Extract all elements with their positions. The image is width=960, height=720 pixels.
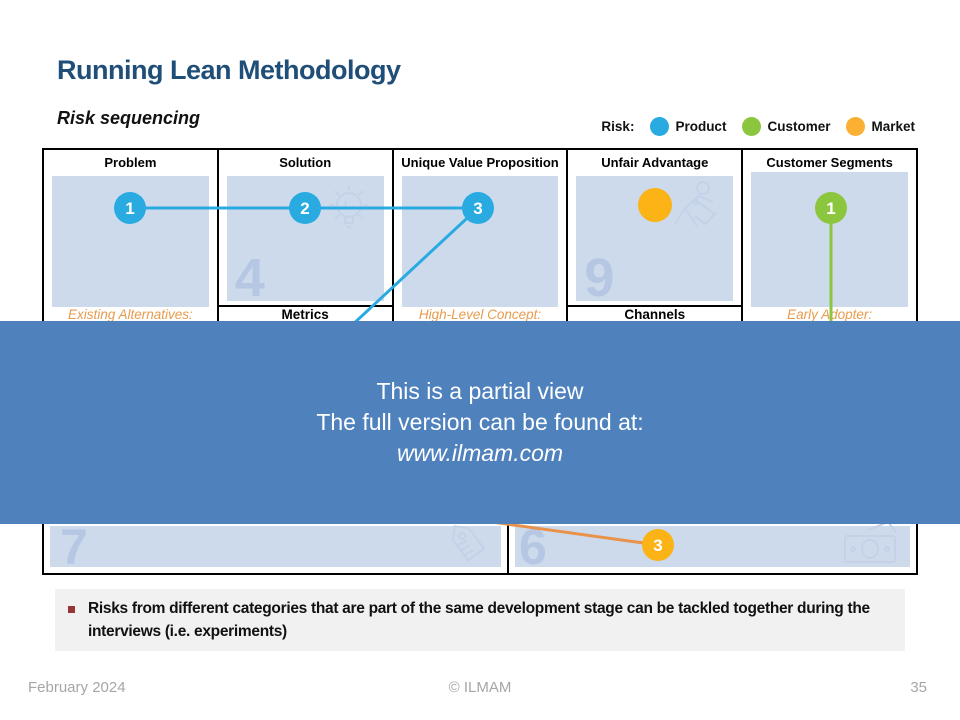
stage-number: 4: [234, 248, 265, 308]
legend-item-customer: Customer: [767, 119, 831, 134]
column-sublabel: Existing Alternatives:: [67, 307, 193, 322]
note-box: Risks from different categories that are…: [55, 589, 905, 651]
price-tag-icon: [443, 524, 489, 570]
banknote-icon: [842, 520, 900, 572]
legend-item-market: Market: [871, 119, 915, 134]
column-header: Problem: [104, 155, 157, 170]
footer-date: February 2024: [28, 679, 126, 696]
sticky-area: 7: [50, 522, 501, 572]
cost-structure-cell: 7: [44, 522, 509, 575]
column-sublabel: High-Level Concept:: [418, 307, 542, 322]
product-risk-dot-icon: [650, 117, 670, 136]
sticky-area: [401, 176, 559, 307]
sticky-area: 4: [226, 176, 384, 305]
bullet-square-icon: [68, 606, 75, 613]
sticky-area: 6: [515, 520, 910, 572]
cell-divider: [568, 305, 742, 307]
sticky-area: [52, 176, 209, 307]
overlay-line-2: The full version can be found at:: [316, 409, 644, 435]
sticky-area: 9: [576, 176, 734, 305]
revenue-streams-cell: 6: [509, 520, 916, 575]
lightbulb-icon: [326, 182, 372, 238]
partial-view-overlay: This is a partial view The full version …: [0, 321, 960, 524]
overlay-url[interactable]: www.ilmam.com: [396, 440, 564, 466]
column-header: Customer Segments: [766, 155, 893, 170]
note-text: Risks from different categories that are…: [88, 600, 870, 640]
canvas-bottom-row: 7 6: [44, 520, 916, 575]
superhero-icon: [665, 178, 723, 240]
sticky-area: [751, 172, 908, 307]
cell-divider: [218, 305, 392, 307]
footer-page-number: 35: [910, 679, 927, 696]
footer-copyright: © ILMAM: [448, 679, 512, 696]
market-risk-dot-icon: [846, 117, 866, 136]
column-header: Unique Value Proposition: [401, 155, 559, 170]
legend-item-product: Product: [675, 119, 727, 134]
stage-number: 7: [60, 519, 88, 575]
column-sublabel: Metrics: [281, 307, 329, 322]
slide-subtitle: Risk sequencing: [57, 108, 201, 128]
customer-risk-dot-icon: [742, 117, 762, 136]
stage-number: 9: [584, 248, 615, 308]
legend-label: Risk:: [601, 119, 635, 134]
page-title: Running Lean Methodology: [57, 55, 401, 85]
column-sublabel: Channels: [624, 307, 686, 322]
stage-number: 6: [519, 519, 547, 575]
column-header: Solution: [279, 155, 332, 170]
column-header: Unfair Advantage: [601, 155, 709, 170]
risk-legend: Risk: Product Customer Market: [601, 117, 915, 136]
overlay-line-1: This is a partial view: [376, 378, 584, 404]
column-sublabel: Early Adopter:: [787, 307, 873, 322]
